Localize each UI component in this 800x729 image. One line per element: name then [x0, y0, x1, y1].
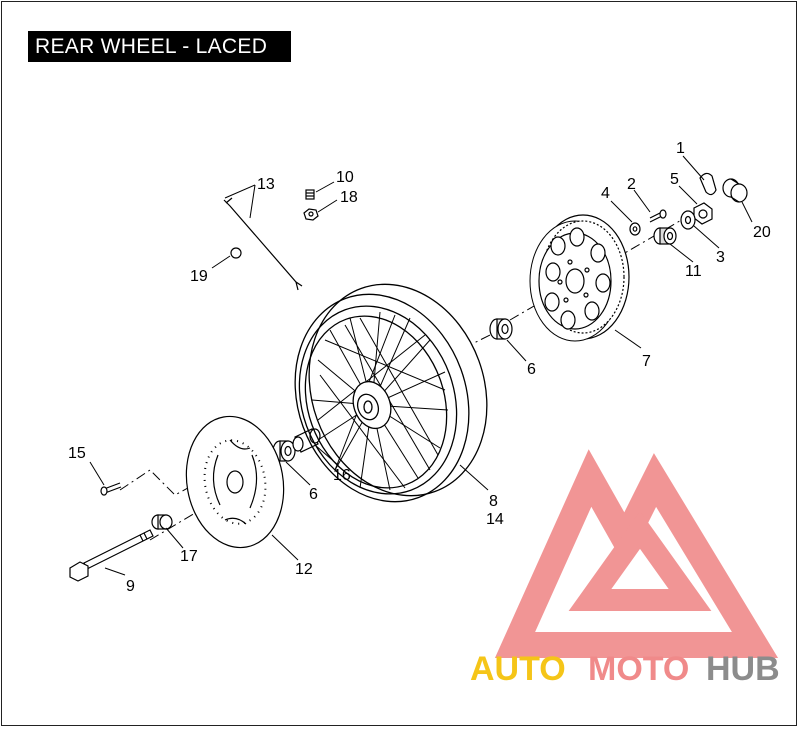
valve-nut-part-18 — [303, 208, 319, 221]
callout-8: 8 — [489, 493, 498, 510]
watermark-text-hub: HUB — [706, 650, 780, 688]
spoke-part-13 — [223, 197, 303, 291]
pulley-part-7 — [529, 214, 630, 342]
callout-17: 17 — [180, 548, 198, 565]
callout-13: 13 — [257, 176, 275, 193]
callout-14: 14 — [486, 511, 504, 528]
callout-16: 16 — [333, 467, 351, 484]
bushing-part-11 — [653, 227, 677, 245]
watermark-brand-text: AUTO MOTO HUB — [470, 650, 780, 688]
washer-part-4 — [629, 222, 641, 236]
callout-5: 5 — [670, 171, 679, 188]
valve-cap-part-10 — [305, 189, 315, 200]
spacer-part-17 — [151, 514, 173, 530]
callout-15: 15 — [68, 445, 86, 462]
laced-wheel-part-8 — [294, 283, 488, 503]
bolt-part-2 — [649, 209, 667, 223]
callout-20: 20 — [753, 224, 771, 241]
callout-1: 1 — [676, 140, 685, 157]
callout-9: 9 — [126, 578, 135, 595]
axle-part-9 — [69, 529, 154, 582]
callout-6-left: 6 — [309, 486, 318, 503]
callout-19: 19 — [190, 268, 208, 285]
brake-disc-part-12 — [185, 415, 285, 549]
callout-4: 4 — [601, 185, 610, 202]
callout-leader-lines — [89, 155, 753, 576]
callout-18: 18 — [340, 189, 358, 206]
bearing-part-6-right — [489, 318, 513, 340]
nipple-part-19 — [230, 247, 242, 259]
callout-10: 10 — [336, 169, 354, 186]
callout-7: 7 — [642, 353, 651, 370]
spacer-tube-part-16 — [292, 428, 321, 453]
callout-6-right: 6 — [527, 361, 536, 378]
screw-part-15 — [100, 482, 122, 496]
callout-3: 3 — [716, 249, 725, 266]
clip-part-1 — [699, 172, 717, 196]
callout-labels: 1 2 3 4 5 6 6 7 8 9 10 11 12 13 14 15 16… — [68, 140, 771, 595]
washer-part-3 — [680, 210, 696, 230]
watermark-text-auto: AUTO — [470, 650, 566, 688]
callout-2: 2 — [627, 176, 636, 193]
callout-12: 12 — [295, 561, 313, 578]
watermark-logo-mark — [494, 449, 779, 658]
nut-part-5 — [693, 202, 713, 225]
diagram-title: REAR WHEEL - LACED — [28, 31, 291, 62]
spacer-part-20 — [722, 178, 748, 203]
callout-11: 11 — [685, 263, 702, 280]
watermark-text-moto: MOTO — [588, 650, 689, 688]
